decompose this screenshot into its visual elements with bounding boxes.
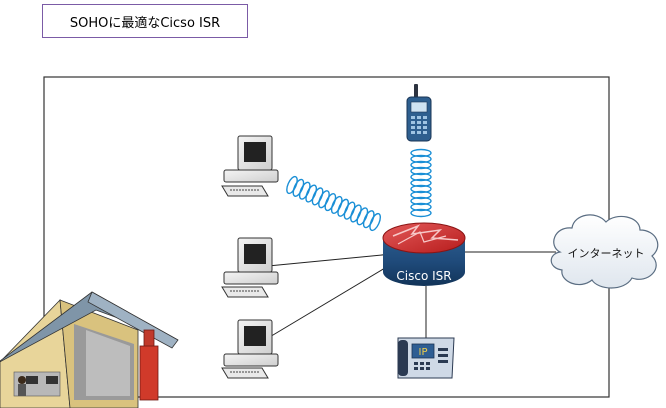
home-office-house-icon [0, 291, 179, 408]
wireless-link-mobile [410, 148, 432, 218]
internet-cloud-icon: インターネット [550, 214, 659, 289]
router-label: Cisco ISR [396, 269, 451, 283]
pc-icon-2 [221, 237, 279, 298]
router-icon: Cisco ISR [382, 222, 466, 286]
link-pc2-router [267, 253, 393, 267]
wireless-link-pc1 [286, 175, 382, 232]
link-pc3-router [267, 261, 396, 339]
pc-icon-1 [221, 135, 279, 197]
mobile-phone-icon [406, 84, 432, 142]
ip-phone-icon: IP [397, 337, 455, 379]
pc-icon-3 [221, 319, 279, 379]
connection-lines [267, 251, 556, 339]
ip-phone-badge: IP [419, 347, 428, 358]
diagram-title: SOHOに最適なCicso ISR [42, 4, 248, 38]
cloud-label: インターネット [568, 247, 645, 260]
